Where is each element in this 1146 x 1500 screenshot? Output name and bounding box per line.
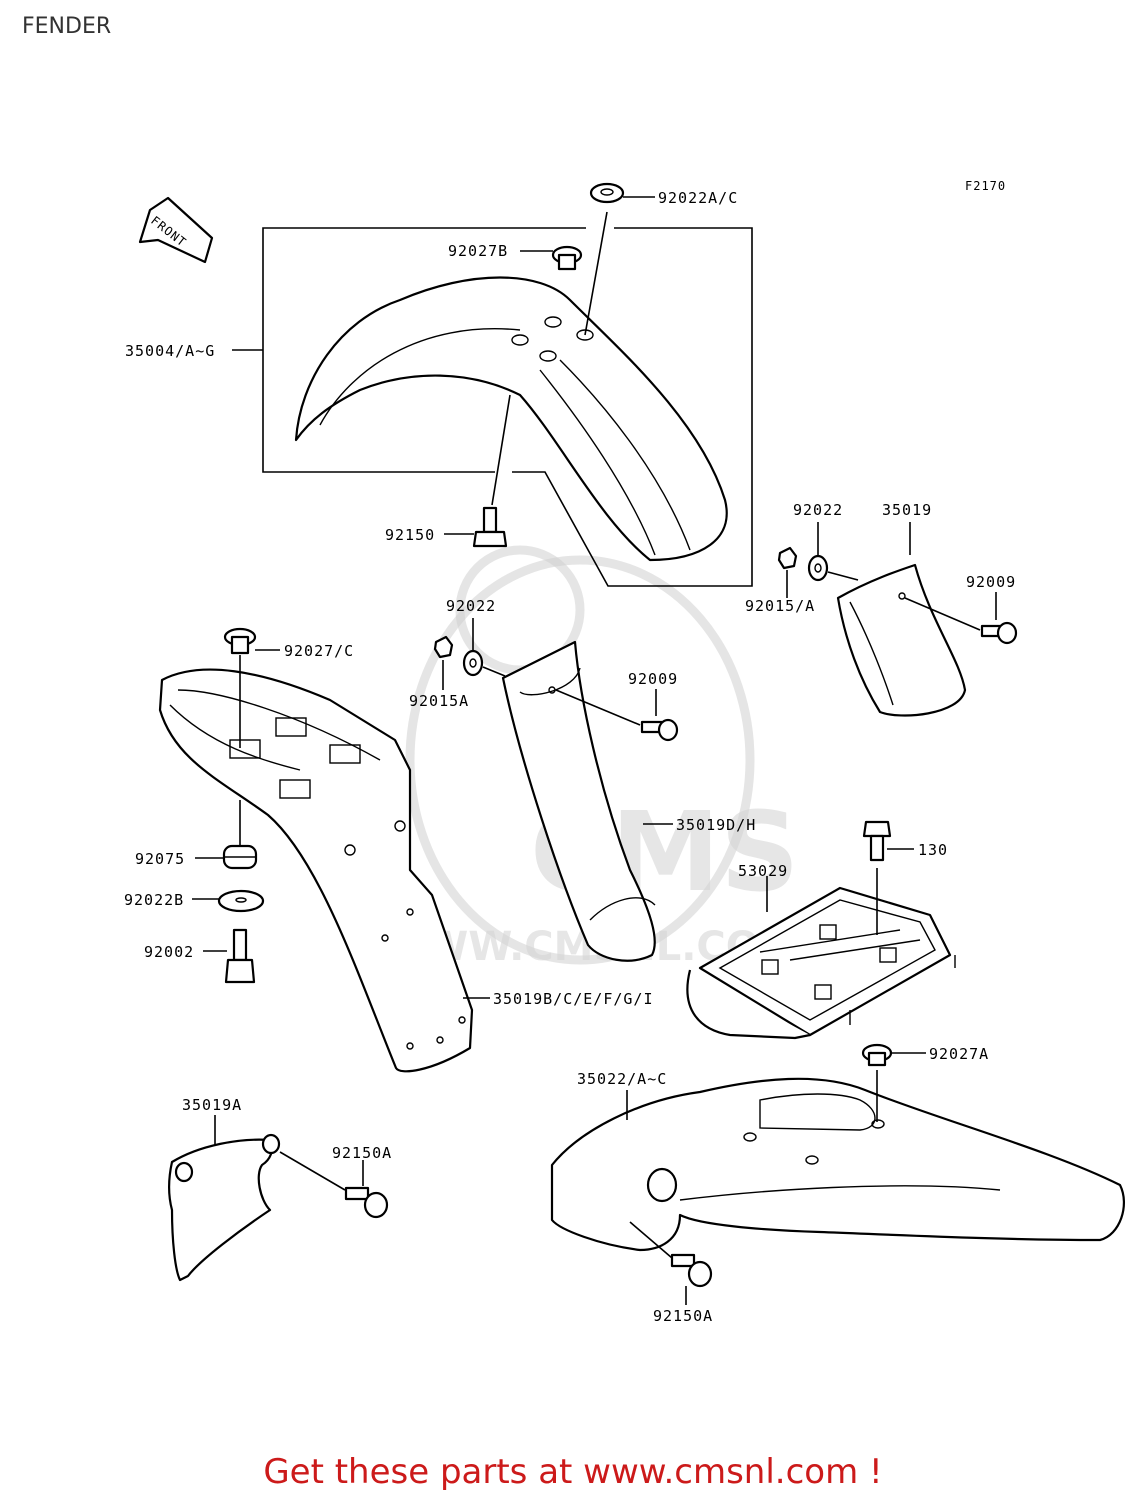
label-92022b: 92022B	[124, 891, 184, 909]
collar-92027c-icon	[223, 627, 257, 655]
label-92009-right: 92009	[966, 573, 1016, 591]
chain-guard-35019a	[167, 1133, 281, 1282]
collar-92027a-icon	[861, 1043, 893, 1067]
label-35004: 35004/A~G	[125, 342, 215, 360]
mudflap-35019dh	[501, 640, 656, 962]
label-92150: 92150	[385, 526, 435, 544]
group-box-front-fender-right	[512, 227, 753, 587]
label-92022-mid: 92022	[446, 597, 496, 615]
label-92015a-mid: 92015A	[409, 692, 469, 710]
label-92027a: 92027A	[929, 1045, 989, 1063]
label-35019a: 35019A	[182, 1096, 242, 1114]
figure-code: F2170	[965, 179, 1006, 193]
label-130: 130	[918, 841, 948, 859]
label-92027c: 92027/C	[284, 642, 354, 660]
label-35019dh: 35019D/H	[676, 816, 756, 834]
bolt-92009-mid-icon	[640, 718, 679, 742]
footer-promo-text: Get these parts at www.cmsnl.com !	[263, 1452, 883, 1492]
label-92022-right: 92022	[793, 501, 843, 519]
label-92150a-left: 92150A	[332, 1144, 392, 1162]
washer-92022-mid-icon	[462, 649, 484, 677]
washer-92022-right-icon	[807, 554, 829, 582]
bolt-92009-right-icon	[980, 621, 1018, 645]
washer-92022ac-icon	[589, 182, 625, 204]
nut-92015a-mid-icon	[433, 635, 454, 659]
bolt-92150a-left-icon	[344, 1186, 389, 1219]
bolt-92002-icon	[224, 928, 256, 984]
label-92027b: 92027B	[448, 242, 508, 260]
front-fender-35004	[294, 276, 728, 562]
rear-fender-35019b	[158, 668, 474, 1073]
label-92015a-right: 92015/A	[745, 597, 815, 615]
bolt-130-icon	[862, 820, 892, 862]
label-92002: 92002	[144, 943, 194, 961]
nut-92015a-right-icon	[777, 546, 798, 570]
bolt-92150a-bottom-icon	[670, 1253, 713, 1288]
label-53029: 53029	[738, 862, 788, 880]
label-92150a-bottom: 92150A	[653, 1307, 713, 1325]
label-92022ac: 92022A/C	[658, 189, 738, 207]
rear-fender-35022	[550, 1077, 1125, 1252]
label-92009-mid: 92009	[628, 670, 678, 688]
collar-92027b-icon	[551, 245, 583, 271]
page-title: FENDER	[22, 14, 112, 39]
washer-92022b-icon	[217, 889, 265, 913]
label-92075: 92075	[135, 850, 185, 868]
label-35019bi: 35019B/C/E/F/G/I	[493, 990, 654, 1008]
front-arrow-icon: FRONT	[138, 196, 214, 264]
bolt-92150-icon	[472, 506, 508, 548]
label-35022: 35022/A~C	[577, 1070, 667, 1088]
mudflap-35019	[836, 563, 967, 717]
parts-diagram: CMS WWW.CMSNL.COM F2170 FRONT 92022A/C 9…	[124, 179, 1125, 1325]
rear-carrier-53029	[686, 886, 956, 1040]
grommet-92075-icon	[222, 844, 258, 870]
label-35019: 35019	[882, 501, 932, 519]
